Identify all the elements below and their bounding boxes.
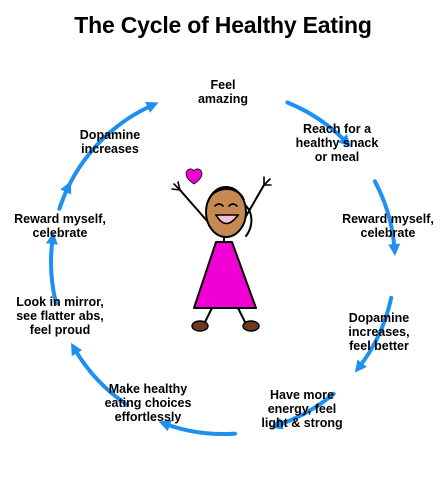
diagram-title: The Cycle of Healthy Eating: [74, 12, 372, 38]
step-reach-healthy-snack: Reach for a healthy snack or meal: [288, 122, 386, 164]
heart-icon: [185, 168, 203, 185]
cycle-arrow-icon: [158, 420, 237, 437]
step-line: celebrate: [360, 226, 416, 240]
step-line: feel proud: [29, 323, 91, 337]
left-shoe: [191, 320, 209, 332]
step-line: Have more: [270, 388, 334, 402]
step-line: or meal: [314, 150, 360, 164]
step-feel-amazing: Feel amazing: [180, 78, 266, 106]
cycle-arrow-icon: [270, 391, 336, 430]
step-line: increases: [81, 142, 139, 156]
step-line: eating choices: [104, 396, 192, 410]
cycle-arrow-icon: [45, 232, 59, 306]
right-shoe: [242, 320, 260, 332]
left-eye: [214, 203, 224, 207]
step-healthy-choices: Make healthy eating choices effortlessly: [96, 382, 200, 424]
hair-top: [207, 188, 245, 203]
step-line: effortlessly: [114, 410, 182, 424]
step-line: feel better: [349, 339, 409, 353]
step-line: Reach for a: [302, 122, 372, 136]
happy-girl-illustration: [171, 168, 272, 332]
left-leg: [203, 307, 213, 325]
step-line: Dopamine: [348, 311, 410, 325]
head: [205, 186, 247, 238]
step-line: Make healthy: [108, 382, 188, 396]
step-line: celebrate: [32, 226, 88, 240]
right-eye: [228, 203, 238, 207]
step-line: Reward myself,: [342, 212, 434, 226]
cycle-arrow-icon: [285, 100, 351, 147]
cycle-arrow-icon: [66, 101, 159, 189]
step-line: increases,: [348, 325, 410, 339]
smile: [214, 214, 240, 225]
step-line: amazing: [197, 92, 248, 106]
right-leg: [237, 307, 247, 325]
step-line: light & strong: [261, 416, 343, 430]
step-line: Dopamine: [79, 128, 141, 142]
step-line: Look in mirror,: [16, 295, 104, 309]
step-line: healthy snack: [295, 136, 379, 150]
right-hand: [263, 176, 272, 186]
step-reward-myself-left: Reward myself, celebrate: [8, 212, 112, 240]
dress: [193, 241, 257, 309]
cycle-arrow-icon: [70, 342, 129, 407]
step-more-energy: Have more energy, feel light & strong: [254, 388, 350, 430]
step-dopamine-feel-better: Dopamine increases, feel better: [334, 311, 424, 353]
step-line: energy, feel: [267, 402, 337, 416]
step-line: see flatter abs,: [16, 309, 104, 323]
cycle-arrow-icon: [354, 295, 394, 373]
left-hand: [171, 181, 181, 191]
step-line: Feel: [210, 78, 236, 92]
cycle-arrow-icon: [57, 181, 72, 211]
step-reward-myself-right: Reward myself, celebrate: [336, 212, 440, 240]
step-look-in-mirror: Look in mirror, see flatter abs, feel pr…: [6, 295, 114, 337]
cycle-arrow-icon: [372, 179, 401, 256]
step-dopamine-increases: Dopamine increases: [68, 128, 152, 156]
step-line: Reward myself,: [14, 212, 106, 226]
